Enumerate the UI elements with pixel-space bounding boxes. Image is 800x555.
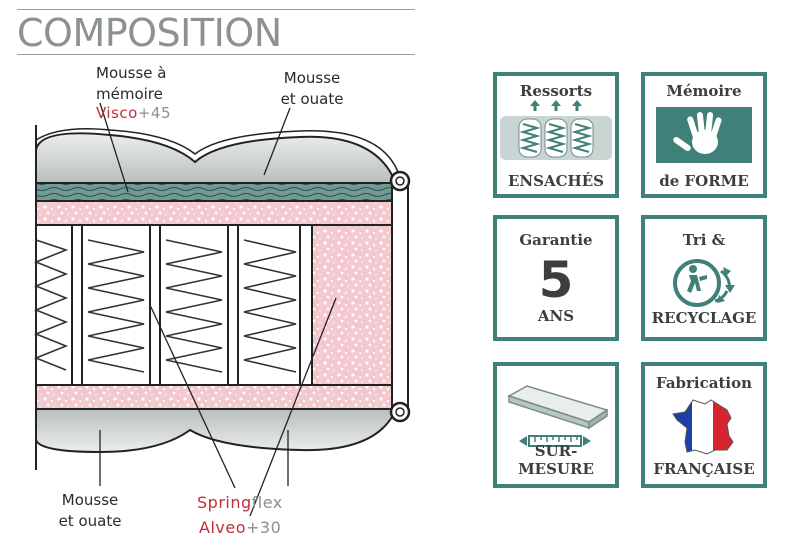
- badge-made-in-france-caption: FRANÇAISE: [653, 460, 755, 478]
- badge-memory-foam-title: Mémoire: [666, 82, 742, 100]
- badge-recycling: Tri & RECYCLAGE: [641, 215, 767, 341]
- label-springflex-brand: Springflex: [197, 493, 283, 512]
- badge-pocket-springs-caption: ENSACHÉS: [508, 172, 604, 190]
- heading-bottom-rule: [17, 54, 415, 55]
- badge-memory-foam: Mémoire de FORME: [641, 72, 767, 198]
- triman-recycling-icon: [673, 259, 735, 307]
- label-alveo-brand: Alveo+30: [199, 518, 282, 537]
- pocket-springs-icon: [500, 100, 612, 160]
- badge-warranty-caption: ANS: [537, 307, 575, 325]
- badge-recycling-caption: RECYCLAGE: [651, 309, 757, 327]
- warranty-years-number: 5: [538, 251, 574, 309]
- label-visco-brand: Visco+45: [96, 104, 171, 122]
- badge-recycling-title: Tri &: [682, 231, 726, 249]
- page-title: COMPOSITION: [17, 11, 282, 55]
- france-flag-map-icon: [672, 399, 734, 455]
- badge-pocket-springs: Ressorts ENSACHÉS: [493, 72, 619, 198]
- badge-made-in-france-title: Fabrication: [655, 374, 753, 392]
- badge-pocket-springs-title: Ressorts: [519, 82, 593, 100]
- hand-print-icon: [656, 107, 752, 163]
- heading-top-rule: [17, 9, 415, 10]
- badge-custom-size: SUR-MESURE: [493, 362, 619, 488]
- mattress-ruler-icon: [507, 385, 609, 447]
- badge-warranty-title: Garantie: [519, 231, 593, 249]
- label-bottom-foam-wadding: Mousse et ouate: [58, 491, 122, 530]
- badge-made-in-france: Fabrication FRANÇAISE: [641, 362, 767, 488]
- badge-warranty: Garantie 5 ANS: [493, 215, 619, 341]
- badge-custom-size-caption: SUR-MESURE: [518, 442, 594, 478]
- badge-memory-foam-caption: de FORME: [659, 172, 749, 190]
- mattress-cross-section-diagram: [33, 102, 411, 517]
- label-top-foam-wadding: Mousse et ouate: [280, 69, 344, 108]
- label-memory-foam: Mousse à mémoire: [96, 64, 167, 103]
